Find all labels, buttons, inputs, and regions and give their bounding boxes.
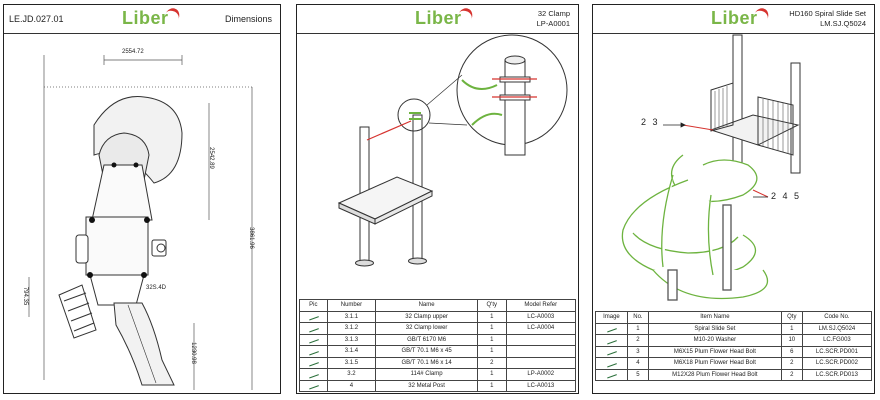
drawing-code: LE.JD.027.01 (9, 14, 64, 24)
washer-icon (605, 334, 618, 345)
spiral-slide-drawing (621, 34, 801, 301)
slide-note: 32S.4D (146, 285, 167, 291)
sheet-title: HD160 Spiral Slide Set (789, 9, 866, 18)
clamp-assembly-drawing (337, 34, 568, 267)
table-row: 3.1.4 GB/T 70.1 M6 x 45 1 (299, 345, 577, 358)
height-dimension: 2542.89 (207, 147, 214, 169)
clamp-icon (307, 368, 320, 379)
slide-dimension: 1230.98 (189, 342, 196, 364)
table-row: 3.1.5 GB/T 70.1 M6 x 14 2 (299, 356, 577, 369)
nut-icon (307, 333, 320, 344)
spiral-slide-sheet: Liber HD160 Spiral Slide Set LM.SJ.Q5024 (592, 4, 875, 394)
bolt-icon (307, 356, 320, 367)
ladder-dimension: 794.35 (22, 286, 29, 306)
bolt-icon (605, 368, 618, 379)
table-row: 3.1.1 32 Clamp upper 1 LC-A0003 (299, 310, 577, 323)
table-row: 2 M10-20 Washer 10 LC.FG003 (595, 334, 873, 347)
table-row: 1 Spiral Slide Set 1 LM.SJ.Q5024 (595, 322, 873, 335)
post-icon (307, 379, 320, 390)
liber-logo: Liber (122, 5, 182, 29)
clamp-parts-table: Pic Number Name Q'ty Model Refer 3.1.1 3… (299, 299, 577, 392)
bolt-icon (605, 345, 618, 356)
slide-parts-table: Image No. Item Name Qty Code No. 1 Spira… (595, 311, 873, 381)
sheet-header: Liber 32 Clamp LP-A0001 (297, 5, 578, 34)
sheet-header: Liber HD160 Spiral Slide Set LM.SJ.Q5024 (593, 5, 874, 34)
callout-label-upper: 2 3 (641, 117, 660, 127)
table-row: 4 32 Metal Post 1 LC-A0013 (299, 379, 577, 392)
dimensions-sheet: LE.JD.027.01 Liber Dimensions (3, 4, 281, 394)
liber-logo: Liber (415, 5, 475, 29)
total-height-dimension: 3861.96 (247, 227, 254, 249)
table-row: 3.2 114# Clamp 1 LP-A0002 (299, 368, 577, 381)
drawing-code: LM.SJ.Q5024 (820, 19, 866, 28)
sheet-title: 32 Clamp (537, 9, 570, 18)
callout-label-lower: 2 4 5 (771, 191, 802, 201)
playground-plan-drawing (28, 55, 254, 390)
table-header-row: Pic Number Name Q'ty Model Refer (299, 299, 577, 312)
clamp-icon (307, 310, 320, 321)
liber-logo: Liber (711, 5, 771, 29)
sheet-title: Dimensions (224, 14, 272, 24)
table-row: 3 M6X15 Plum Flower Head Bolt 6 LC.SCR.P… (595, 345, 873, 358)
clamp-icon (307, 322, 320, 333)
table-row: 5 M12X28 Plum Flower Head Bolt 2 LC.SCR.… (595, 368, 873, 381)
bolt-icon (307, 345, 320, 356)
width-dimension: 2554.72 (122, 49, 144, 55)
clamp-sheet: Liber 32 Clamp LP-A0001 (296, 4, 579, 394)
table-row: 4 M6X18 Plum Flower Head Bolt 2 LC.SCR.P… (595, 357, 873, 370)
sheet-header: LE.JD.027.01 Liber Dimensions (4, 5, 280, 34)
table-row: 3.1.2 32 Clamp lower 1 LC-A0004 (299, 322, 577, 335)
drawing-code: LP-A0001 (536, 19, 570, 28)
bolt-icon (605, 357, 618, 368)
table-row: 3.1.3 GB/T 6170 M6 1 (299, 333, 577, 346)
table-header-row: Image No. Item Name Qty Code No. (595, 311, 873, 324)
slide-icon (605, 322, 618, 333)
